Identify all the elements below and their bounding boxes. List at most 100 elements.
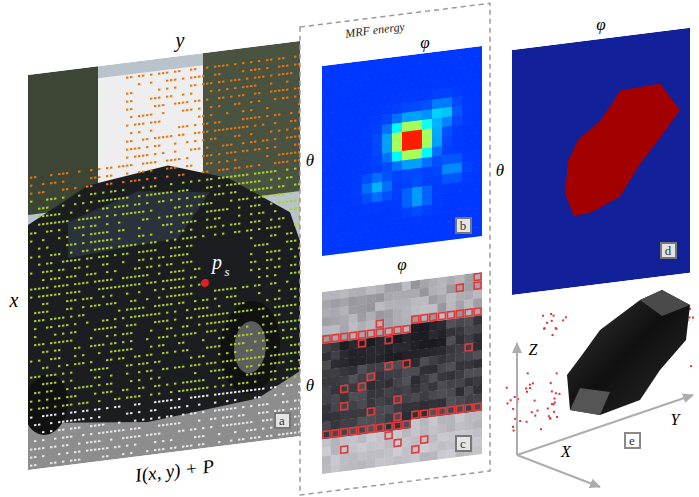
- heatmap-cell: [382, 219, 393, 230]
- lidar-point: [182, 285, 184, 287]
- lidar-point: [154, 305, 156, 307]
- lidar-point: [130, 412, 132, 414]
- lidar-point: [82, 250, 84, 252]
- lidar-point: [130, 284, 132, 286]
- lidar-point: [234, 343, 236, 345]
- lidar-point: [266, 187, 268, 189]
- lidar-point: [250, 181, 252, 183]
- lidar-point: [74, 387, 76, 389]
- lidar-point: [254, 244, 256, 246]
- lidar-point: [282, 217, 284, 219]
- lidar-point: [154, 321, 156, 323]
- heatmap-cell: [352, 165, 363, 176]
- lidar-point: [74, 283, 76, 285]
- heatmap-cell: [442, 59, 453, 70]
- heatmap-cell: [402, 121, 413, 132]
- heatmap-cell: [432, 203, 443, 214]
- lidar-point: [206, 394, 208, 396]
- heatmap-cell: [322, 226, 333, 237]
- lidar-point: [234, 399, 236, 401]
- lidar-point: [94, 424, 96, 426]
- heatmap-cell: [372, 172, 383, 183]
- lidar-point: [254, 116, 256, 118]
- image-pixel: [393, 299, 402, 309]
- lidar-point: [194, 68, 196, 70]
- lidar-point: [166, 79, 168, 81]
- lidar-point: [210, 322, 212, 324]
- lidar-point: [38, 447, 40, 449]
- lidar-point: [230, 95, 232, 97]
- lidar-point: [130, 276, 132, 278]
- heatmap-cell: [442, 78, 453, 89]
- lidar-point: [202, 75, 204, 77]
- lidar-point: [170, 279, 172, 281]
- lidar-point: [178, 398, 180, 400]
- lidar-point: [262, 195, 264, 197]
- image-pixel: [366, 294, 375, 304]
- lidar-point: [222, 416, 224, 418]
- lidar-point: [186, 213, 188, 215]
- lidar-point: [194, 436, 196, 438]
- heatmap-cell: [362, 69, 373, 80]
- lidar-point: [150, 97, 152, 99]
- lidar-point: [278, 217, 280, 219]
- heatmap-cell: [362, 174, 373, 185]
- lidar-point: [226, 360, 228, 362]
- image-pixel: [438, 294, 447, 304]
- lidar-point: [174, 70, 176, 72]
- lidar-point: [270, 330, 272, 332]
- lidar-point: [78, 458, 80, 460]
- lidar-point: [94, 328, 96, 330]
- lidar-point: [214, 297, 216, 299]
- lidar-point: [186, 157, 188, 159]
- lidar-point: [114, 302, 116, 304]
- heatmap-cell: [442, 50, 453, 61]
- lidar-point: [254, 388, 256, 390]
- lidar-point: [286, 96, 288, 98]
- lidar-point: [158, 72, 160, 74]
- lidar-point: [154, 153, 156, 155]
- lidar-point: [178, 390, 180, 392]
- lidar-point: [122, 341, 124, 343]
- lidar-point: [254, 76, 256, 78]
- image-pixel: [393, 282, 402, 292]
- lidar-point: [126, 436, 128, 438]
- heatmap-cell: [422, 100, 433, 111]
- lidar-point: [118, 357, 120, 359]
- lidar-point: [266, 435, 268, 437]
- lidar-point: [162, 304, 164, 306]
- lidar-point: [286, 280, 288, 282]
- image-pixel: [322, 308, 331, 318]
- lidar-point: [210, 330, 212, 332]
- heatmap-cell: [472, 169, 482, 180]
- lidar-point: [234, 183, 236, 185]
- lidar-point: [286, 384, 288, 386]
- lidar-point: [246, 77, 248, 79]
- lidar-point: [250, 421, 252, 423]
- lidar-point: [122, 285, 124, 287]
- lidar-point: [110, 246, 112, 248]
- lidar-point: [202, 339, 204, 341]
- lidar-point: [174, 254, 176, 256]
- lidar-point: [170, 135, 172, 137]
- lidar-point: [210, 90, 212, 92]
- lidar-point: [94, 176, 96, 178]
- lidar-point: [246, 85, 248, 87]
- lidar-point: [170, 303, 172, 305]
- lidar-point: [294, 367, 296, 369]
- lidar-point: [38, 207, 40, 209]
- lidar-point: [158, 400, 160, 402]
- lidar-point: [118, 245, 120, 247]
- heatmap-cell: [392, 65, 403, 76]
- lidar-point: [134, 299, 136, 301]
- lidar-point: [54, 461, 56, 463]
- lidar-point: [78, 362, 80, 364]
- lidar-point: [146, 338, 148, 340]
- lidar-point: [106, 335, 108, 337]
- heatmap-cell: [352, 127, 363, 138]
- lidar-point: [158, 392, 160, 394]
- lidar-point: [286, 160, 288, 162]
- lidar-point: [86, 297, 88, 299]
- lidar-point: [186, 445, 188, 447]
- lidar-point: [190, 428, 192, 430]
